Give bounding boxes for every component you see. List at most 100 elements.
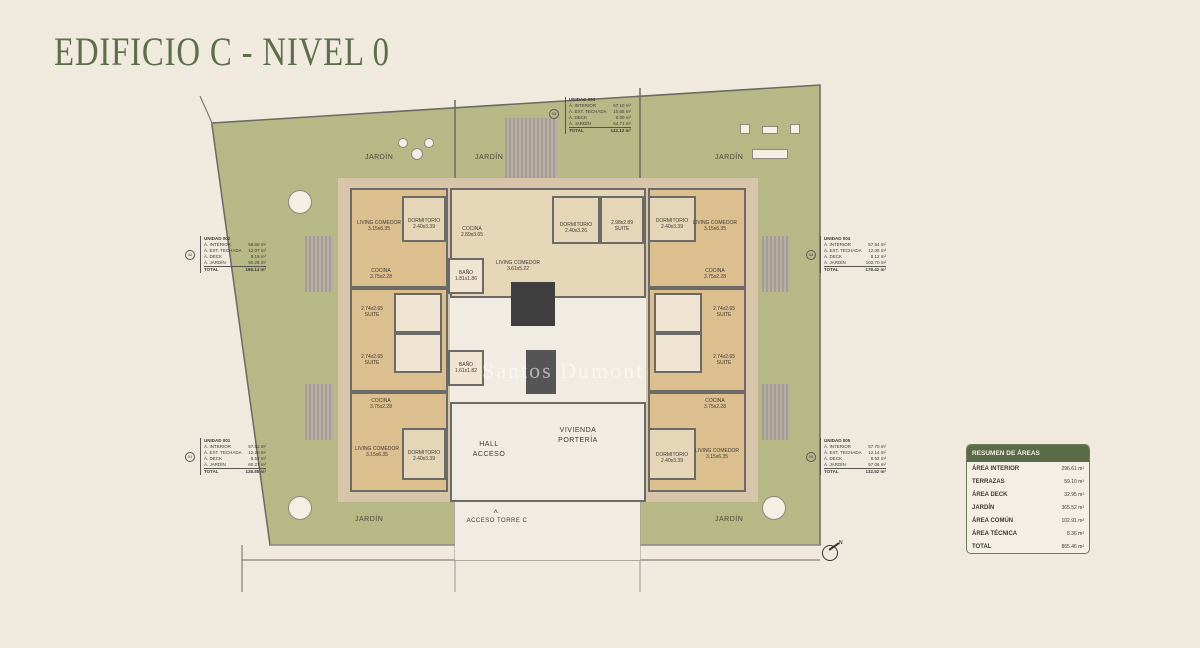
area-value: 60.27 m²	[248, 462, 266, 467]
room-bano-004	[654, 293, 702, 333]
area-value: 12.05 m²	[868, 248, 886, 253]
unit-name: UNIDAD 003	[569, 97, 596, 102]
unit-name: UNIDAD 004	[824, 236, 851, 241]
area-label: Á. DECK	[824, 456, 843, 461]
label-bano-common: BAÑO 1.61x1.82	[455, 362, 477, 374]
label-suite-002b: 2.74x2.65 SUITE	[361, 354, 383, 366]
unit-table-004: UNIDAD 004 Á. INTERIOR 57.54 m² Á. EXT. T…	[820, 236, 886, 273]
label-hall-acceso: HALL ACCESO	[472, 441, 506, 458]
unit-name: UNIDAD 005	[824, 438, 851, 443]
area-value: 12.14 m²	[868, 450, 886, 455]
total-label: TOTAL	[204, 267, 219, 272]
deck-east-1	[762, 236, 790, 292]
area-label: Á. EXT. TECHADA	[204, 248, 242, 253]
room-dormitorio-001	[402, 428, 446, 480]
total-label: TOTAL	[824, 267, 839, 272]
area-label: Á. INTERIOR	[824, 242, 852, 247]
summary-label: ÁREA TÉCNICA	[972, 530, 1018, 537]
label-living-004: LIVING COMEDOR 3.15x6.35	[693, 220, 737, 232]
summary-value: 865.46 m²	[1061, 543, 1084, 550]
area-value: 8.12 m²	[870, 254, 886, 259]
parasol-icon	[762, 496, 786, 520]
area-value: 8.52 m²	[870, 456, 886, 461]
page-title: EDIFICIO C - NIVEL 0	[54, 29, 390, 74]
garden-label-se: JARDÍN	[715, 516, 744, 523]
summary-value: 8.36 m²	[1067, 530, 1084, 537]
summary-label: ÁREA INTERIOR	[972, 465, 1020, 472]
area-label: Á. JARDÍN	[569, 121, 591, 126]
unit-badge-001: 01	[185, 452, 195, 462]
total-value: 166.14 m²	[245, 267, 266, 272]
area-value: 12.20 m²	[248, 450, 266, 455]
garden-label-nw: JARDÍN	[365, 154, 394, 161]
elevator	[526, 350, 556, 394]
north-compass-icon: N	[822, 540, 843, 561]
garden-chair-icon	[790, 124, 800, 134]
unit-badge-005: 05	[806, 452, 816, 462]
total-label: TOTAL	[569, 128, 584, 133]
room-bano-002b	[394, 333, 442, 373]
deck-west-2	[305, 384, 333, 440]
summary-label: TOTAL	[972, 543, 992, 550]
label-cocina-003: COCINA 2.89x3.65	[461, 226, 483, 238]
summary-label: ÁREA DECK	[972, 491, 1008, 498]
label-suite-003: 2.98x2.89 SUITE	[611, 220, 633, 232]
area-label: Á. INTERIOR	[204, 242, 232, 247]
access-path	[455, 502, 640, 560]
garden-chair-icon	[740, 124, 750, 134]
area-value: 90.28 m²	[248, 260, 266, 265]
label-cocina-005: COCINA 3.75x2.28	[704, 398, 726, 410]
area-label: Á. EXT. TECHADA	[204, 450, 242, 455]
unit-badge-004: 04	[806, 250, 816, 260]
room-suite-003	[600, 196, 644, 244]
area-value: 57.82 m²	[248, 444, 266, 449]
area-label: Á. DECK	[569, 115, 588, 120]
total-value: 138.85 m²	[245, 469, 266, 474]
area-label: Á. EXT. TECHADA	[569, 109, 607, 114]
area-label: Á. INTERIOR	[569, 103, 597, 108]
label-acceso-torre: ACCESO TORRE C	[466, 518, 528, 524]
label-living-001: LIVING COMEDOR 3.15x6.35	[355, 446, 399, 458]
summary-label: JARDÍN	[972, 504, 995, 511]
label-cocina-001: COCINA 3.75x2.28	[370, 398, 392, 410]
area-label: Á. EXT. TECHADA	[824, 248, 862, 253]
label-suite-004a: 2.74x2.65 SUITE	[713, 306, 735, 318]
unit-badge-003: 03	[549, 109, 559, 119]
area-label: Á. INTERIOR	[824, 444, 852, 449]
summary-row-total: TOTAL 865.46 m²	[967, 540, 1089, 553]
label-dormitorio-004: DORMITORIO 2.40x3.39	[655, 218, 689, 230]
area-value: 0.00 m²	[615, 115, 631, 120]
garden-sofa-icon	[752, 149, 788, 159]
label-suite-002a: 2.74x2.65 SUITE	[361, 306, 383, 318]
room-dormitorio-002	[402, 196, 446, 242]
label-dormitorio-001: DORMITORIO 2.40x3.39	[407, 450, 441, 462]
room-dormitorio-004	[648, 196, 696, 242]
parasol-icon	[288, 190, 312, 214]
deck-west-1	[305, 236, 333, 292]
room-bano-003	[448, 258, 484, 294]
deck-north	[505, 118, 557, 178]
deck-east-2	[762, 384, 790, 440]
total-value: 142.12 m²	[610, 128, 631, 133]
label-living-005: LIVING COMEDOR 3.15x6.35	[695, 448, 739, 460]
garden-label-sw: JARDÍN	[355, 516, 384, 523]
label-dormitorio-005: DORMITORIO 2.40x3.39	[655, 452, 689, 464]
label-cocina-002: COCINA 3.75x2.28	[370, 268, 392, 280]
area-label: Á. JARDÍN	[824, 462, 846, 467]
watermark: Santos Dumont	[482, 358, 645, 383]
area-label: Á. JARDÍN	[204, 260, 226, 265]
garden-label-ne: JARDÍN	[715, 154, 744, 161]
area-label: Á. JARDÍN	[204, 462, 226, 467]
summary-value: 102.91 m²	[1061, 517, 1084, 524]
area-value: 56.60 m²	[248, 242, 266, 247]
area-value: 57.54 m²	[868, 242, 886, 247]
summary-value: 32.95 m²	[1064, 491, 1084, 498]
area-label: Á. DECK	[204, 254, 223, 259]
